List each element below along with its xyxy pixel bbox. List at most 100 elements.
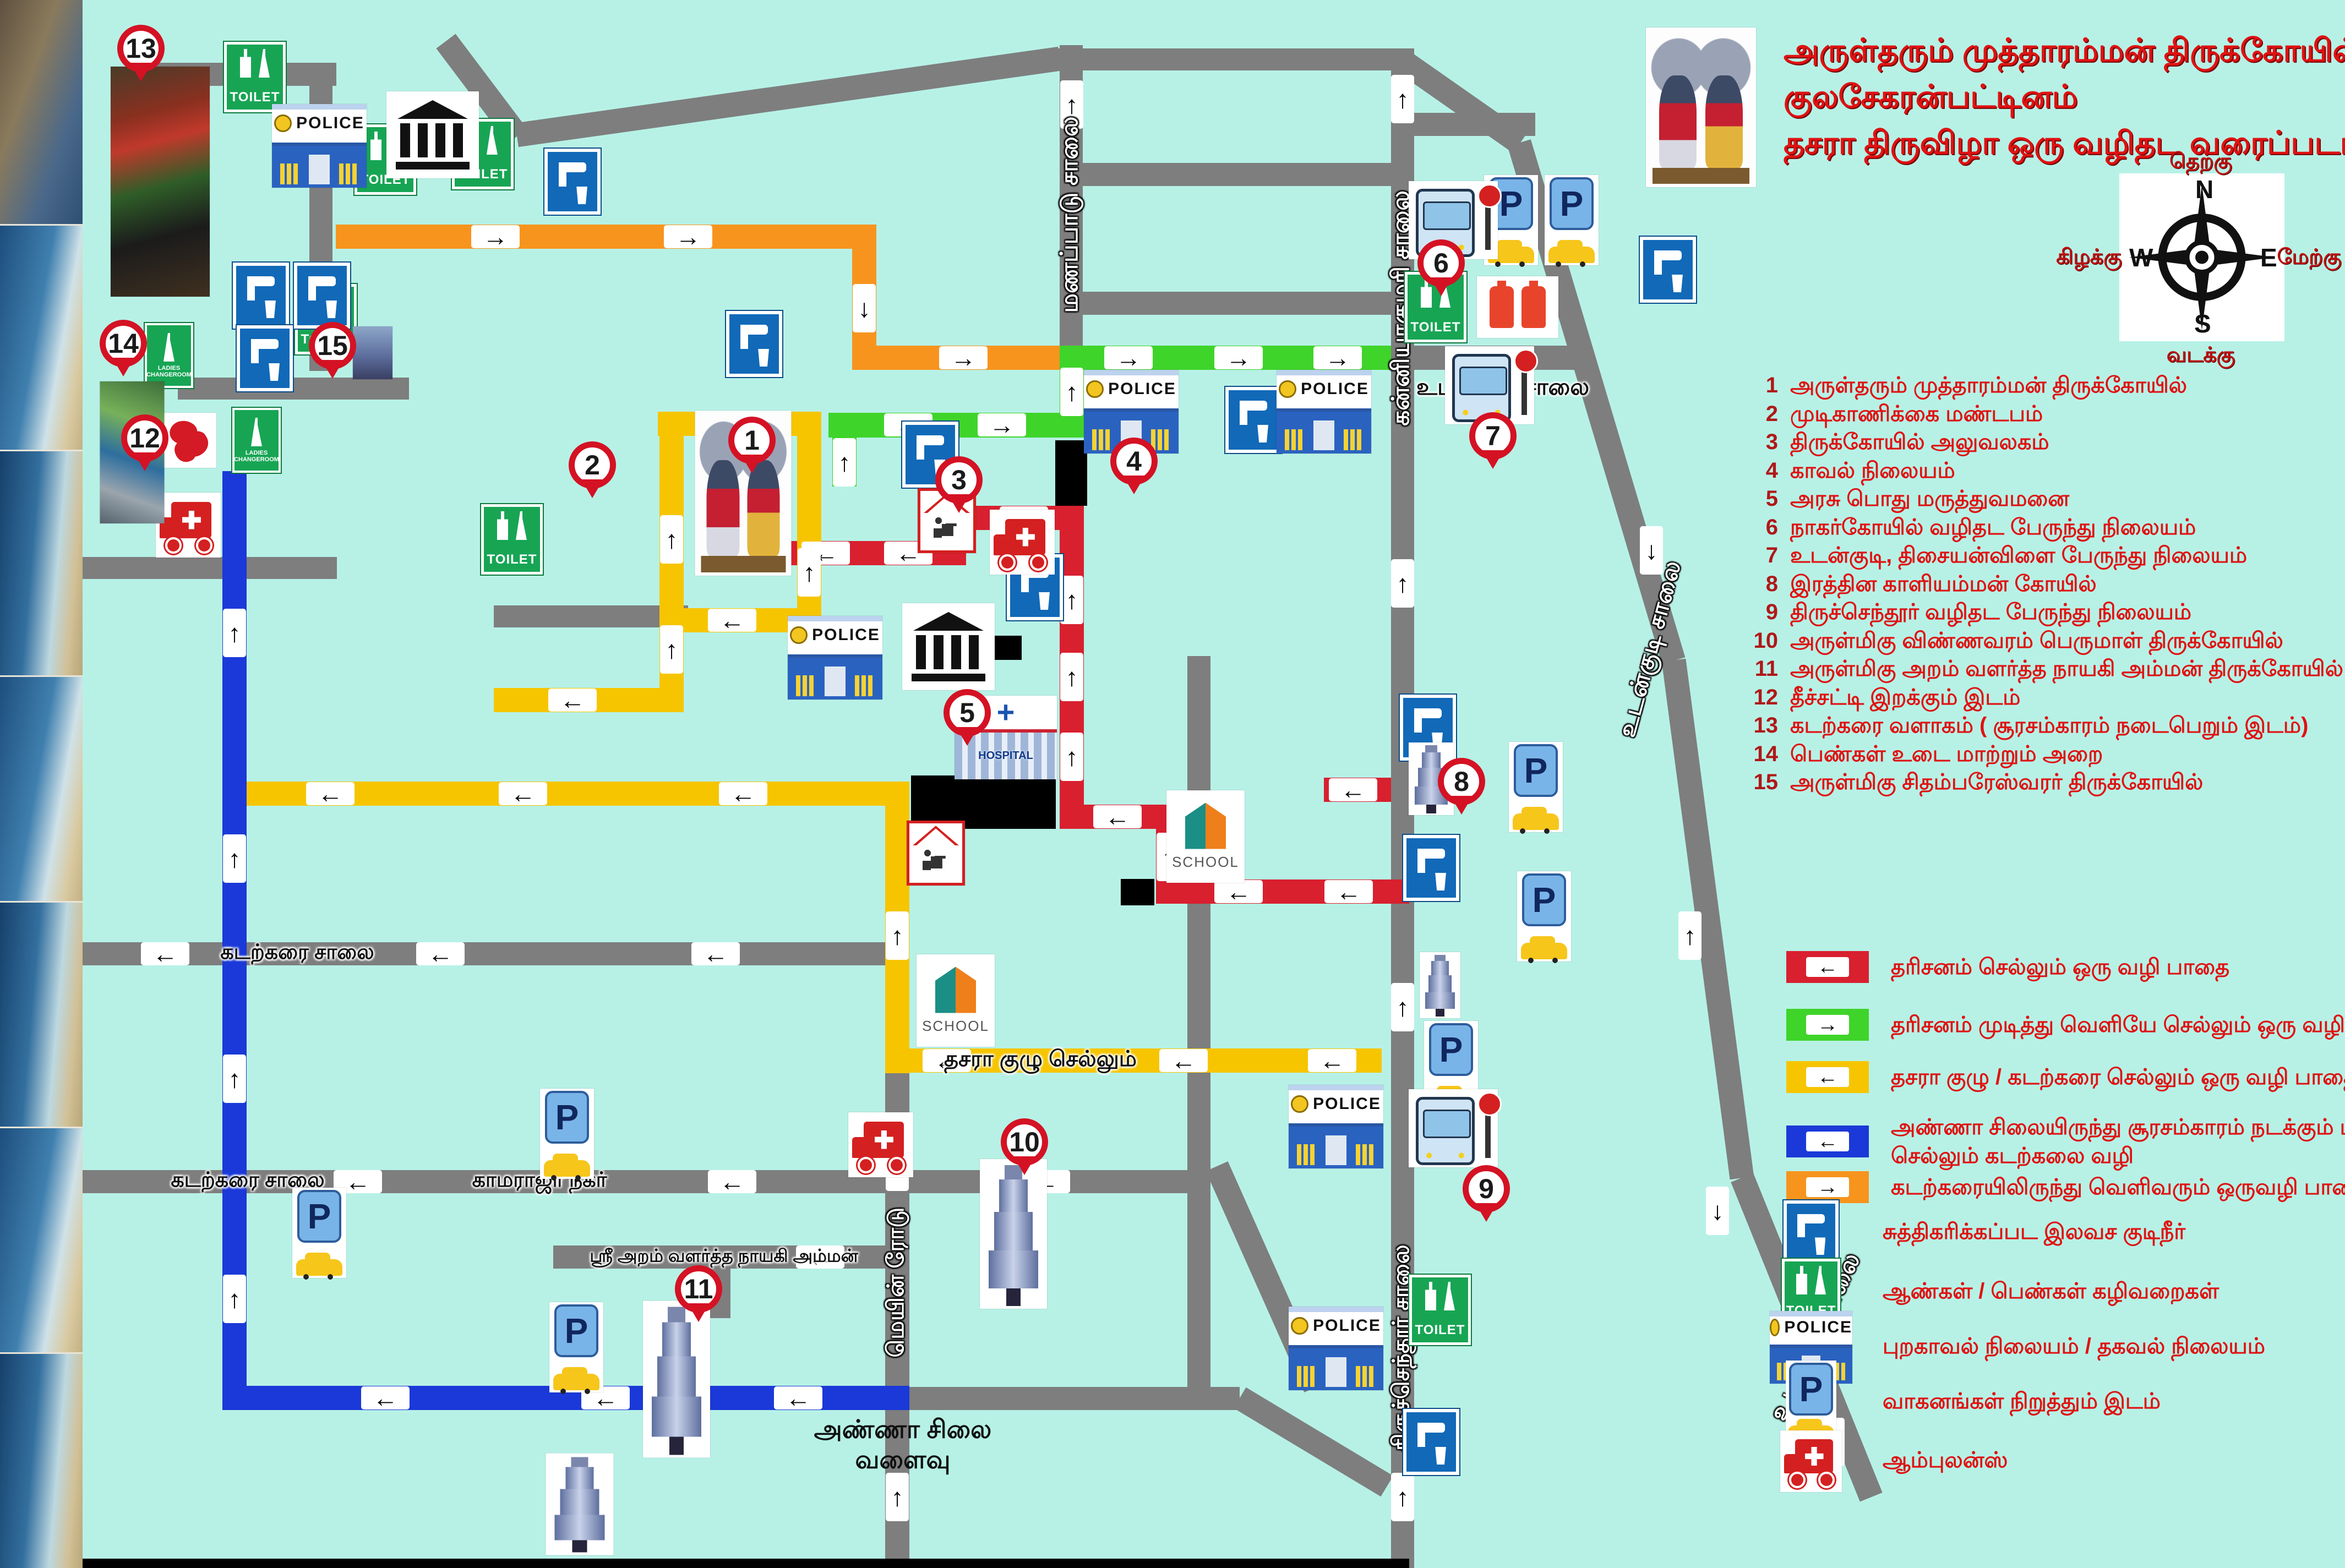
changeroom-icon: LADIES CHANGEROOM xyxy=(231,407,282,474)
school-icon: SCHOOL xyxy=(1166,790,1245,883)
one-way-arrow-right-icon: → xyxy=(1104,345,1153,370)
icon-legend-label: புறகாவல் நிலையம் / தகவல் நிலையம் xyxy=(1883,1334,2265,1358)
compass-n: N xyxy=(2195,175,2214,204)
parking-icon: P xyxy=(1545,175,1599,267)
location-number: 1 xyxy=(1765,373,1778,397)
one-way-arrow-up-icon: ↑ xyxy=(798,548,821,597)
beach-photo xyxy=(0,451,83,677)
road-segment xyxy=(83,1559,1409,1568)
one-way-arrow-down-icon: ↓ xyxy=(1706,1187,1729,1235)
tap-icon xyxy=(232,261,290,330)
map-marker-1: 1 xyxy=(728,417,776,464)
location-number: 8 xyxy=(1765,571,1778,596)
one-way-arrow-left-icon: ← xyxy=(361,1385,410,1411)
location-label: நாகர்கோயில் வழிதட பேருந்து நிலையம் xyxy=(1790,515,2196,539)
one-way-arrow-up-icon: ↑ xyxy=(886,1473,909,1521)
map-marker-13: 13 xyxy=(117,25,165,72)
one-way-arrow-up-icon: ↑ xyxy=(660,515,683,564)
location-number: 10 xyxy=(1753,628,1779,653)
map-marker-8: 8 xyxy=(1438,758,1485,805)
location-label: திருக்கோயில் அலுவலகம் xyxy=(1790,430,2049,454)
one-way-arrow-up-icon: ↑ xyxy=(223,834,246,883)
road-segment xyxy=(1395,50,1527,154)
compass-star-icon xyxy=(2129,184,2275,330)
beach-photo xyxy=(0,903,83,1128)
beach-photo-strip xyxy=(0,0,83,1568)
road-segment xyxy=(494,605,688,627)
toilet-icon: TOILET xyxy=(223,41,287,113)
map-title-line3: தசரா திருவிழா ஒரு வழிதட வரைப்படம் xyxy=(1784,125,2345,161)
one-way-arrow-up-icon: ↑ xyxy=(1060,576,1083,624)
one-way-arrow-left-icon: ← xyxy=(141,941,189,966)
bus-icon xyxy=(1445,346,1539,424)
compass-label-bottom: வடக்கு xyxy=(2166,343,2235,367)
route-legend-label: செல்லும் கடற்கலை வழி xyxy=(1891,1144,2134,1168)
firepot-icon xyxy=(163,413,216,468)
one-way-arrow-up-icon: ↑ xyxy=(1060,733,1083,781)
road-segment xyxy=(1233,1387,1394,1497)
compass-w: W xyxy=(2129,243,2153,272)
one-way-arrow-up-icon: ↑ xyxy=(1060,653,1083,701)
route-swatch-icon: → xyxy=(1786,1171,1869,1203)
tap-icon xyxy=(1224,386,1283,454)
police-icon: POLICE xyxy=(1289,1085,1383,1168)
road-segment xyxy=(909,1387,1240,1410)
tap-icon xyxy=(543,147,602,216)
one-way-arrow-right-icon: → xyxy=(664,224,712,249)
location-label: கடற்கரை வளாகம் ( சூரசம்காரம் நடைபெறும் இ… xyxy=(1790,713,2309,737)
tap-icon xyxy=(236,324,294,392)
location-number: 6 xyxy=(1765,515,1778,539)
road-segment xyxy=(83,942,909,965)
one-way-arrow-right-icon: → xyxy=(1214,345,1263,370)
route-legend-label: கடற்கரையிலிருந்து வெளிவரும் ஒருவழி பாதை xyxy=(1891,1175,2345,1199)
location-number: 15 xyxy=(1753,770,1779,794)
tap-icon xyxy=(1402,1408,1460,1476)
one-way-arrow-down-icon: ↓ xyxy=(853,284,876,332)
location-label: அரசு பொது மருத்துவமனை xyxy=(1790,487,2070,511)
location-number: 12 xyxy=(1753,685,1779,709)
route-swatch-icon: ← xyxy=(1786,1126,1869,1157)
police-icon: POLICE xyxy=(1277,370,1371,454)
map-marker-11: 11 xyxy=(675,1265,722,1313)
one-way-arrow-up-icon: ↑ xyxy=(223,1275,246,1323)
one-way-arrow-left-icon: ← xyxy=(548,687,597,713)
road-segment xyxy=(1121,879,1154,905)
tap-icon xyxy=(1639,236,1697,304)
map-marker-15: 15 xyxy=(309,322,356,369)
beach-photo xyxy=(0,1354,83,1568)
one-way-arrow-up-icon: ↑ xyxy=(886,911,909,960)
tap-legend-icon xyxy=(1782,1199,1840,1266)
one-way-arrow-left-icon: ← xyxy=(719,781,767,806)
one-way-arrow-up-icon: ↑ xyxy=(1391,75,1414,123)
location-label: இரத்தின காளியம்மன் கோயில் xyxy=(1790,571,2097,596)
map-marker-12: 12 xyxy=(121,414,168,462)
one-way-arrow-left-icon: ← xyxy=(691,941,740,966)
map-title-line2: குலசேகரன்பட்டினம் xyxy=(1784,79,2078,114)
road-label: ஸ்ரீ அறம் வளர்த்த நாயகி அம்மன் xyxy=(590,1245,858,1266)
parking-icon: P xyxy=(292,1188,346,1280)
route-legend-row: ← தரிசனம் செல்லும் ஒரு வழி பாதை xyxy=(1786,951,2229,983)
tap-icon xyxy=(901,420,959,489)
changeroom-icon: LADIES CHANGEROOM xyxy=(144,322,194,389)
location-number: 2 xyxy=(1765,401,1778,426)
one-way-arrow-up-icon: ↑ xyxy=(1060,80,1083,129)
one-way-arrow-left-icon: ← xyxy=(708,608,756,633)
parking-legend-icon: P xyxy=(1786,1361,1836,1446)
ambulance-icon xyxy=(156,493,221,558)
location-number: 5 xyxy=(1765,487,1778,511)
route-swatch-icon: ← xyxy=(1786,1061,1869,1093)
police-icon: POLICE xyxy=(788,616,882,700)
one-way-arrow-up-icon: ↑ xyxy=(1678,911,1702,960)
route-swatch-icon: → xyxy=(1786,1009,1869,1041)
parking-icon: P xyxy=(540,1089,594,1181)
one-way-arrow-up-icon: ↑ xyxy=(1060,368,1083,416)
road-segment xyxy=(553,1245,909,1269)
beach-photo xyxy=(0,677,83,903)
icon-legend-label: சுத்திகரிக்கப்பட இலவச குடிநீர் xyxy=(1883,1220,2186,1244)
police-icon: POLICE xyxy=(1084,370,1179,454)
